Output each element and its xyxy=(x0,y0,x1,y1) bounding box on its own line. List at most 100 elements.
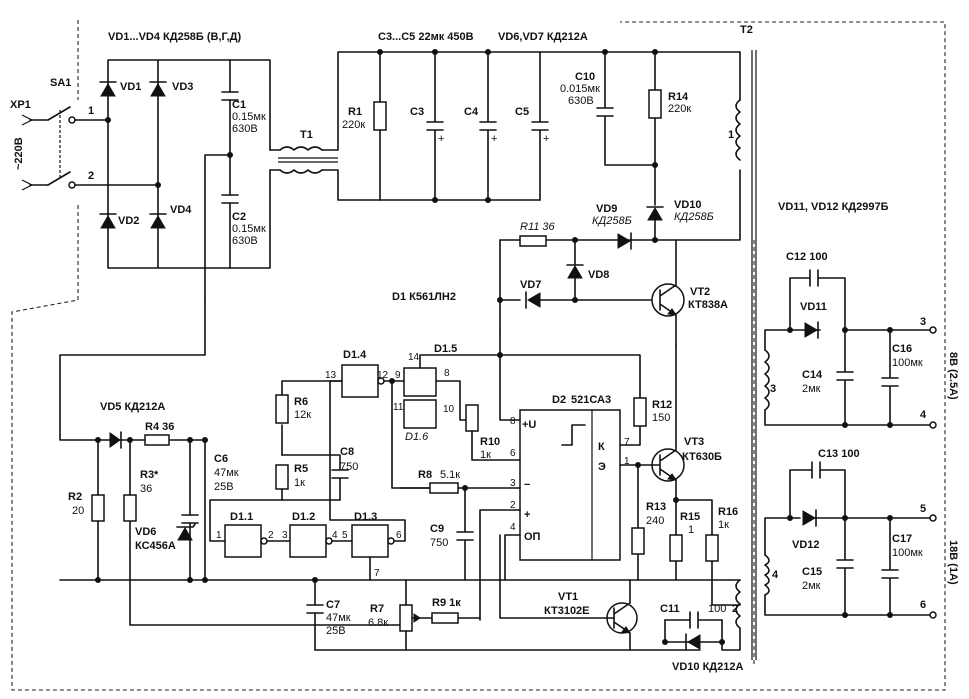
vd10-bottom-label: VD10 КД212А xyxy=(672,661,743,673)
vt2-label: VT2 xyxy=(690,286,710,298)
r6-label: R6 xyxy=(294,396,308,408)
vd1-label: VD1 xyxy=(120,81,141,93)
vd9-label: VD9 xyxy=(596,203,617,215)
d1-5-label: D1.5 xyxy=(434,343,457,355)
r14-value: 220к xyxy=(668,103,691,115)
minus-input-label: − xyxy=(524,479,530,491)
vd10-value: КД258Б xyxy=(674,211,714,223)
c2-voltage: 630В xyxy=(232,235,258,247)
bottom-section: C7 47мк 25В R7 6.8к R9 1к VT1 КТ3102Е C1… xyxy=(306,534,743,673)
vt2-stage: VD7 VD8 VT2 КТ838А D1 К561ЛН2 xyxy=(392,237,728,346)
d2-value: 521СА3 xyxy=(571,394,611,406)
d2-pin-8: 8 xyxy=(510,416,516,427)
bridge-diodes-label: VD1...VD4 КД258Б (В,Г,Д) xyxy=(108,31,241,43)
r2-value: 20 xyxy=(72,505,84,517)
c1-label: C1 xyxy=(232,99,246,111)
r12-value: 150 xyxy=(652,412,670,424)
out-pin-3: 3 xyxy=(920,316,926,328)
pin-13: 13 xyxy=(325,370,337,381)
vd11-vd12-label: VD11, VD12 КД2997Б xyxy=(778,201,889,213)
c15-value: 2мк xyxy=(802,580,821,592)
r5-label: R5 xyxy=(294,463,308,475)
d1-6-label: D1.6 xyxy=(405,431,429,443)
vd6-vd7-label: VD6,VD7 КД212А xyxy=(498,31,588,43)
r10-label: R10 xyxy=(480,436,500,448)
c1-value: 0.15мк xyxy=(232,111,266,123)
r2-label: R2 xyxy=(68,491,82,503)
comparator-d2: D2 521СА3 +U − + ОП К Э 8 6 3 2 4 7 1 R1… xyxy=(399,329,741,621)
r4-label: R4 36 xyxy=(145,421,174,433)
c16-label: C16 xyxy=(892,343,912,355)
enclosure-outline xyxy=(11,20,946,691)
pin1-label: 1 xyxy=(88,105,94,117)
c12-label: C12 100 xyxy=(786,251,828,263)
c10-label: C10 xyxy=(575,71,595,83)
c1-voltage: 630В xyxy=(232,123,258,135)
r5-value: 1к xyxy=(294,477,305,489)
c6-value: 47мк xyxy=(214,467,239,479)
pin-7: 7 xyxy=(374,568,380,579)
r8-value: 5.1к xyxy=(440,469,460,481)
vt3-value: КТ630Б xyxy=(682,451,722,463)
d2-pin-4: 4 xyxy=(510,522,516,533)
r9-label: R9 1к xyxy=(432,597,461,609)
mains-voltage-label: ~220В xyxy=(13,137,25,170)
hv-filter: R1 220к C3 C4 C5 + + + C10 0.015мк 630В … xyxy=(342,49,757,660)
d1-1-label: D1.1 xyxy=(230,511,253,523)
c5-plus: + xyxy=(543,133,549,145)
output-8v: C12 100 VD11 C14 2мк C16 100мк 3 3 4 8В … xyxy=(764,251,959,429)
pin2-label: 2 xyxy=(88,170,94,182)
plus-u-label: +U xyxy=(522,419,536,431)
r6-value: 12к xyxy=(294,409,311,421)
r15-value: 1 xyxy=(688,524,694,536)
xp1-label: XP1 xyxy=(10,99,31,111)
output-8v-label: 8В (2.5А) xyxy=(947,352,959,400)
r1-label: R1 xyxy=(348,106,362,118)
vd2-label: VD2 xyxy=(118,215,139,227)
r1-value: 220к xyxy=(342,119,365,131)
d2-pin-7: 7 xyxy=(624,437,630,448)
c16-value: 100мк xyxy=(892,357,923,369)
c5-label: C5 xyxy=(515,106,529,118)
out-pin-6: 6 xyxy=(920,599,926,611)
c17-value: 100мк xyxy=(892,547,923,559)
c14-value: 2мк xyxy=(802,383,821,395)
output-18v: C13 100 VD12 C15 2мк C17 100мк 4 5 6 18В… xyxy=(764,448,959,619)
pin-4: 4 xyxy=(332,530,338,541)
vd7-label: VD7 xyxy=(520,279,541,291)
t1-label: T1 xyxy=(300,129,313,141)
out-pin-4: 4 xyxy=(920,409,927,421)
r13-value: 240 xyxy=(646,515,664,527)
c6-voltage: 25В xyxy=(214,481,234,493)
vd10-label: VD10 xyxy=(674,199,702,211)
c3-label: C3 xyxy=(410,106,424,118)
c9-label: C9 xyxy=(430,523,444,535)
r8-label: R8 xyxy=(418,469,432,481)
r7-label: R7 xyxy=(370,603,384,615)
plus-input-label: + xyxy=(524,509,530,521)
vd12-label: VD12 xyxy=(792,539,820,551)
pin-5: 5 xyxy=(342,530,348,541)
diode-bridge: VD1 VD2 VD3 VD4 C1 0.15мк 630В C2 0.15мк… xyxy=(99,59,266,301)
vd8-label: VD8 xyxy=(588,269,609,281)
t2-winding4-label: 4 xyxy=(772,569,779,581)
r10-value: 1к xyxy=(480,449,491,461)
d2-pin-3: 3 xyxy=(510,478,516,489)
t2-winding3-label: 3 xyxy=(770,383,776,395)
c13-label: C13 100 xyxy=(818,448,860,460)
aux-supply: VD5 КД212А R4 36 R2 20 R3* 36 C6 47мк 25… xyxy=(59,299,741,626)
vd6-value: КС456А xyxy=(135,540,176,552)
d2-pin-2: 2 xyxy=(510,500,516,511)
r3-value: 36 xyxy=(140,483,152,495)
mains-input: SA1 XP1 1 2 ~220В xyxy=(10,77,109,191)
c6-label: C6 xyxy=(214,453,228,465)
pin-8: 8 xyxy=(444,368,450,379)
r11-label: R11 36 xyxy=(520,221,556,233)
r16-value: 1к xyxy=(718,519,729,531)
r15-label: R15 xyxy=(680,511,700,523)
d1-label: D1 К561ЛН2 xyxy=(392,291,456,303)
pin-2: 2 xyxy=(268,530,274,541)
c11-value: 100 xyxy=(708,603,726,615)
c3-plus: + xyxy=(438,133,444,145)
